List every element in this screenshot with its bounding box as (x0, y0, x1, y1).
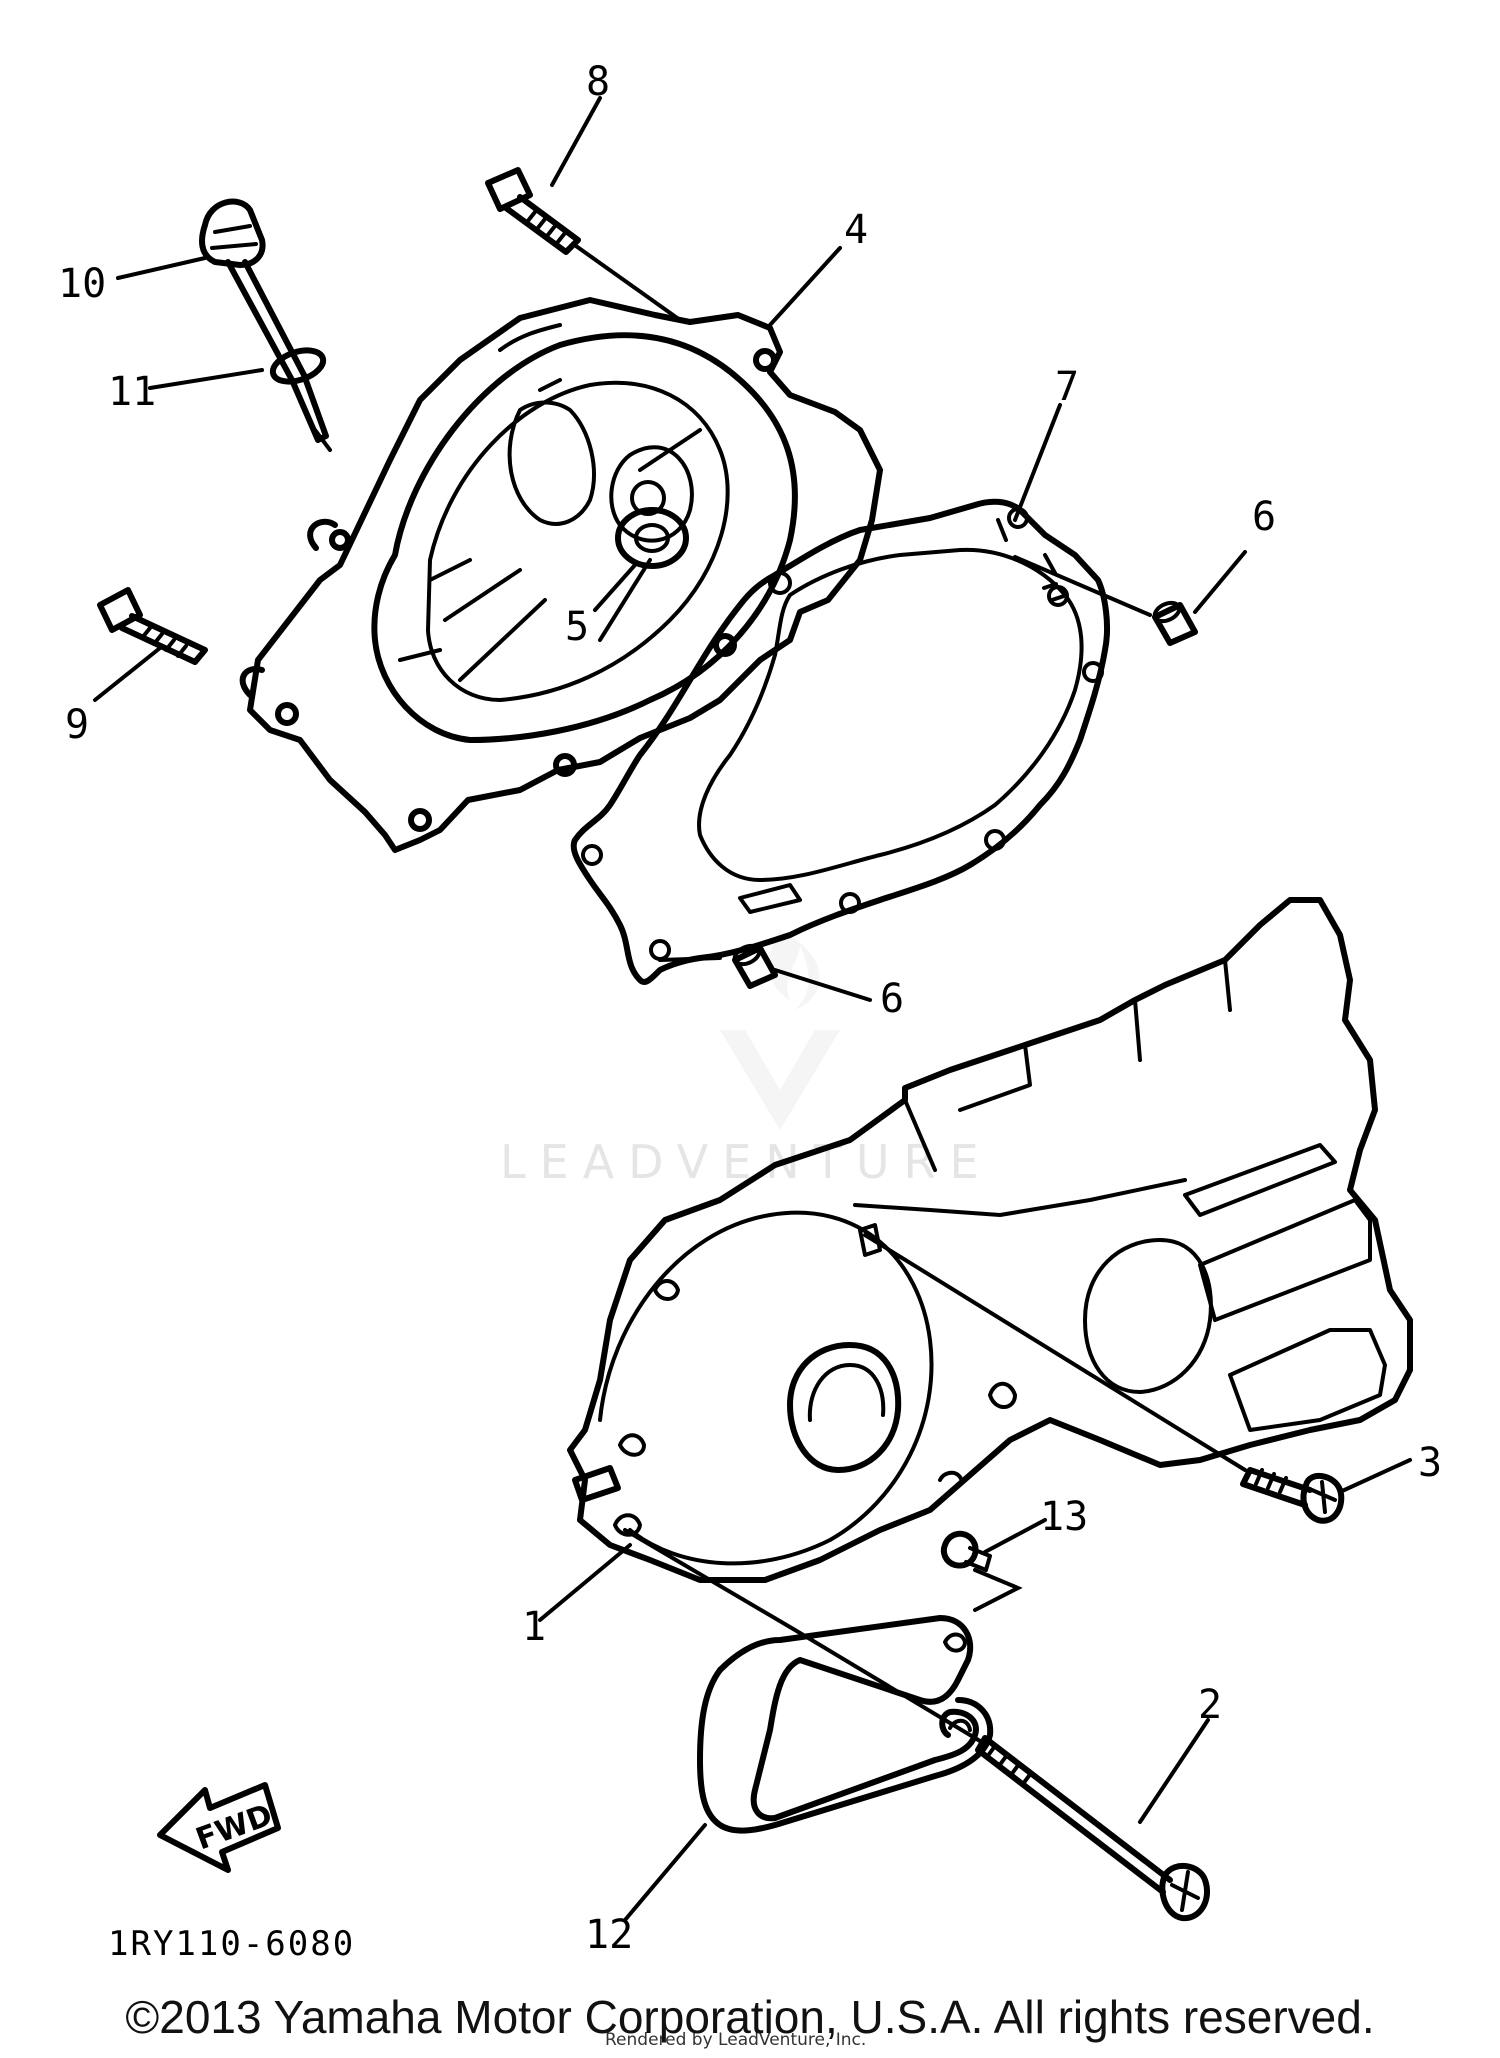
o-ring-11 (269, 347, 327, 385)
callout-10: 10 (58, 261, 106, 307)
assembly-lines (313, 244, 1247, 1746)
bolt-9 (97, 587, 208, 665)
callout-11: 11 (108, 369, 156, 415)
seal-5 (615, 507, 689, 569)
bolt-13 (940, 1530, 992, 1572)
callout-8: 8 (586, 59, 610, 105)
callout-6-upper: 6 (1252, 494, 1276, 540)
callout-6-lower: 6 (880, 976, 904, 1022)
watermark-logo (720, 930, 840, 1130)
copyright-footer: ©2013 Yamaha Motor Corporation, U.S.A. A… (125, 1991, 1375, 2043)
callout-labels: 8 4 10 11 7 6 5 9 6 3 13 1 2 12 (58, 59, 1442, 1958)
callout-13: 13 (1040, 1494, 1088, 1540)
callout-12: 12 (585, 1912, 633, 1958)
callout-5: 5 (565, 604, 589, 650)
gasket-7 (570, 498, 1110, 985)
oil-gauge-10 (199, 198, 329, 443)
dowel-pin-6a (1152, 600, 1198, 646)
guard-12 (697, 1615, 994, 1834)
diagram-code: 1RY110-6080 (108, 1924, 355, 1964)
callout-9: 9 (65, 702, 89, 748)
bolt-8 (485, 167, 581, 255)
callout-3: 3 (1418, 1440, 1442, 1486)
crankcase-cover-1 (567, 897, 1413, 1583)
callout-7: 7 (1055, 364, 1079, 410)
dowel-pin-6b (732, 943, 778, 989)
callout-1: 1 (522, 1604, 546, 1650)
bolt-3 (1240, 1467, 1345, 1524)
callout-leaders (93, 96, 1412, 1922)
rendered-by-text: Rendered by LeadVenture, Inc. (605, 2030, 866, 2050)
bolt-2 (975, 1735, 1210, 1922)
fwd-arrow: FWD (157, 1782, 281, 1873)
callout-4: 4 (844, 207, 868, 253)
watermark-text: LEADVENTURE (500, 1135, 993, 1189)
callout-2: 2 (1198, 1682, 1222, 1728)
